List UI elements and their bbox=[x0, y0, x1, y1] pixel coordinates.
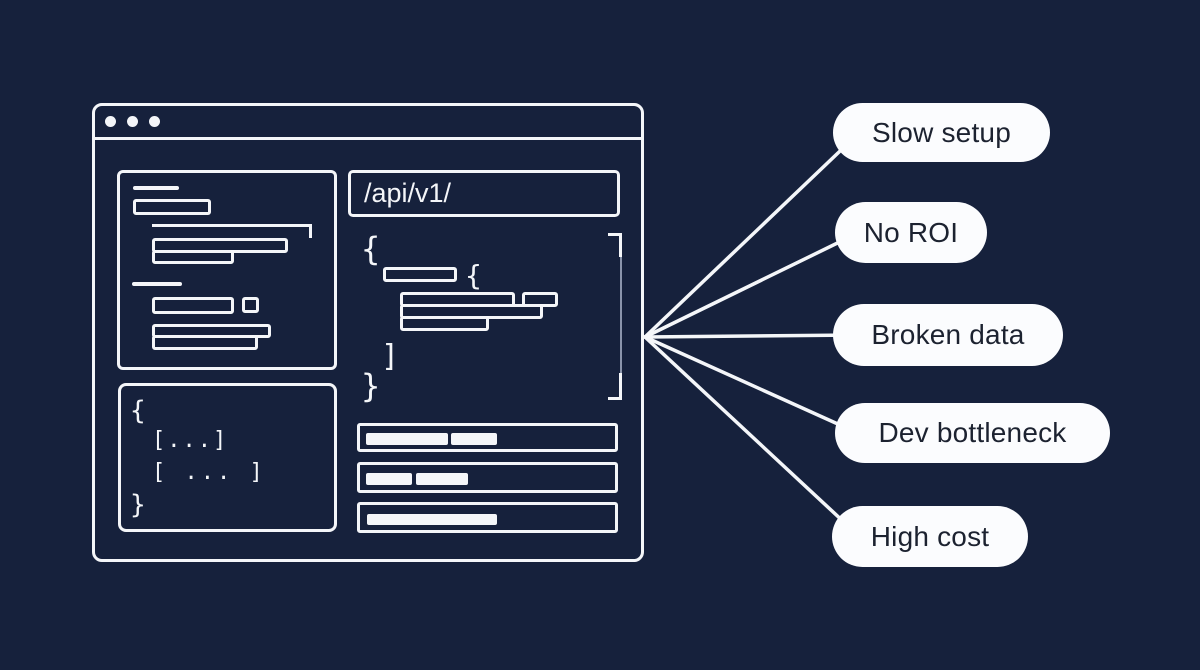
skeleton-bar bbox=[366, 433, 448, 445]
connector-line bbox=[643, 130, 862, 339]
skeleton-box bbox=[152, 250, 234, 264]
array-bracket-line bbox=[620, 257, 622, 379]
label-pill-slow-setup: Slow setup bbox=[833, 103, 1050, 162]
address-bar: /api/v1/ bbox=[348, 170, 620, 217]
pill-label: High cost bbox=[870, 520, 990, 552]
connector-line bbox=[643, 333, 862, 339]
browser-window: { [...] [ ... ] } /api/v1/ { { ] } bbox=[92, 103, 644, 562]
skeleton-bar bbox=[451, 433, 497, 445]
snippet-line: } bbox=[130, 490, 146, 520]
skeleton-line bbox=[132, 282, 182, 286]
array-bracket-top bbox=[608, 233, 622, 257]
pill-label: No ROI bbox=[863, 216, 959, 248]
snippet-line: { bbox=[130, 396, 146, 426]
window-control-dot bbox=[149, 116, 160, 127]
label-pill-broken-data: Broken data bbox=[833, 304, 1063, 366]
skeleton-bar bbox=[366, 473, 412, 485]
skeleton-bar bbox=[367, 514, 497, 525]
skeleton-box bbox=[152, 297, 234, 314]
skeleton-bar bbox=[416, 473, 468, 485]
snippet-line: [...] bbox=[152, 428, 229, 453]
connector-line bbox=[643, 335, 862, 436]
form-row-skeleton bbox=[357, 462, 618, 493]
skeleton-corner-line bbox=[152, 224, 312, 238]
json-close-bracket: ] bbox=[381, 339, 400, 374]
skeleton-box bbox=[242, 297, 259, 313]
form-row-skeleton bbox=[357, 502, 618, 533]
skeleton-box bbox=[133, 199, 211, 215]
window-control-dot bbox=[127, 116, 138, 127]
connector-line bbox=[643, 335, 862, 539]
window-control-dot bbox=[105, 116, 116, 127]
sidebar-skeleton-panel bbox=[117, 170, 337, 370]
form-row-skeleton bbox=[357, 423, 618, 452]
skeleton-line bbox=[133, 186, 179, 190]
label-pill-high-cost: High cost bbox=[832, 506, 1028, 567]
code-snippet-panel: { [...] [ ... ] } bbox=[118, 383, 337, 532]
json-inner-open-brace: { bbox=[465, 259, 482, 292]
url-text: /api/v1/ bbox=[364, 178, 452, 208]
pill-label: Dev bottleneck bbox=[878, 417, 1067, 448]
snippet-line: [ ... ] bbox=[152, 460, 266, 485]
json-close-brace: } bbox=[361, 367, 381, 405]
pill-label: Slow setup bbox=[872, 116, 1011, 148]
pill-label: Broken data bbox=[871, 319, 1025, 350]
label-pill-no-roi: No ROI bbox=[835, 202, 987, 263]
skeleton-box bbox=[152, 335, 258, 350]
browser-titlebar bbox=[95, 106, 641, 140]
connector-line bbox=[643, 230, 862, 339]
label-pill-dev-bottleneck: Dev bottleneck bbox=[835, 403, 1110, 463]
json-open-brace: { bbox=[361, 230, 381, 268]
json-value-box bbox=[400, 316, 489, 331]
array-bracket-bottom bbox=[608, 373, 622, 400]
json-key-box bbox=[383, 267, 457, 282]
